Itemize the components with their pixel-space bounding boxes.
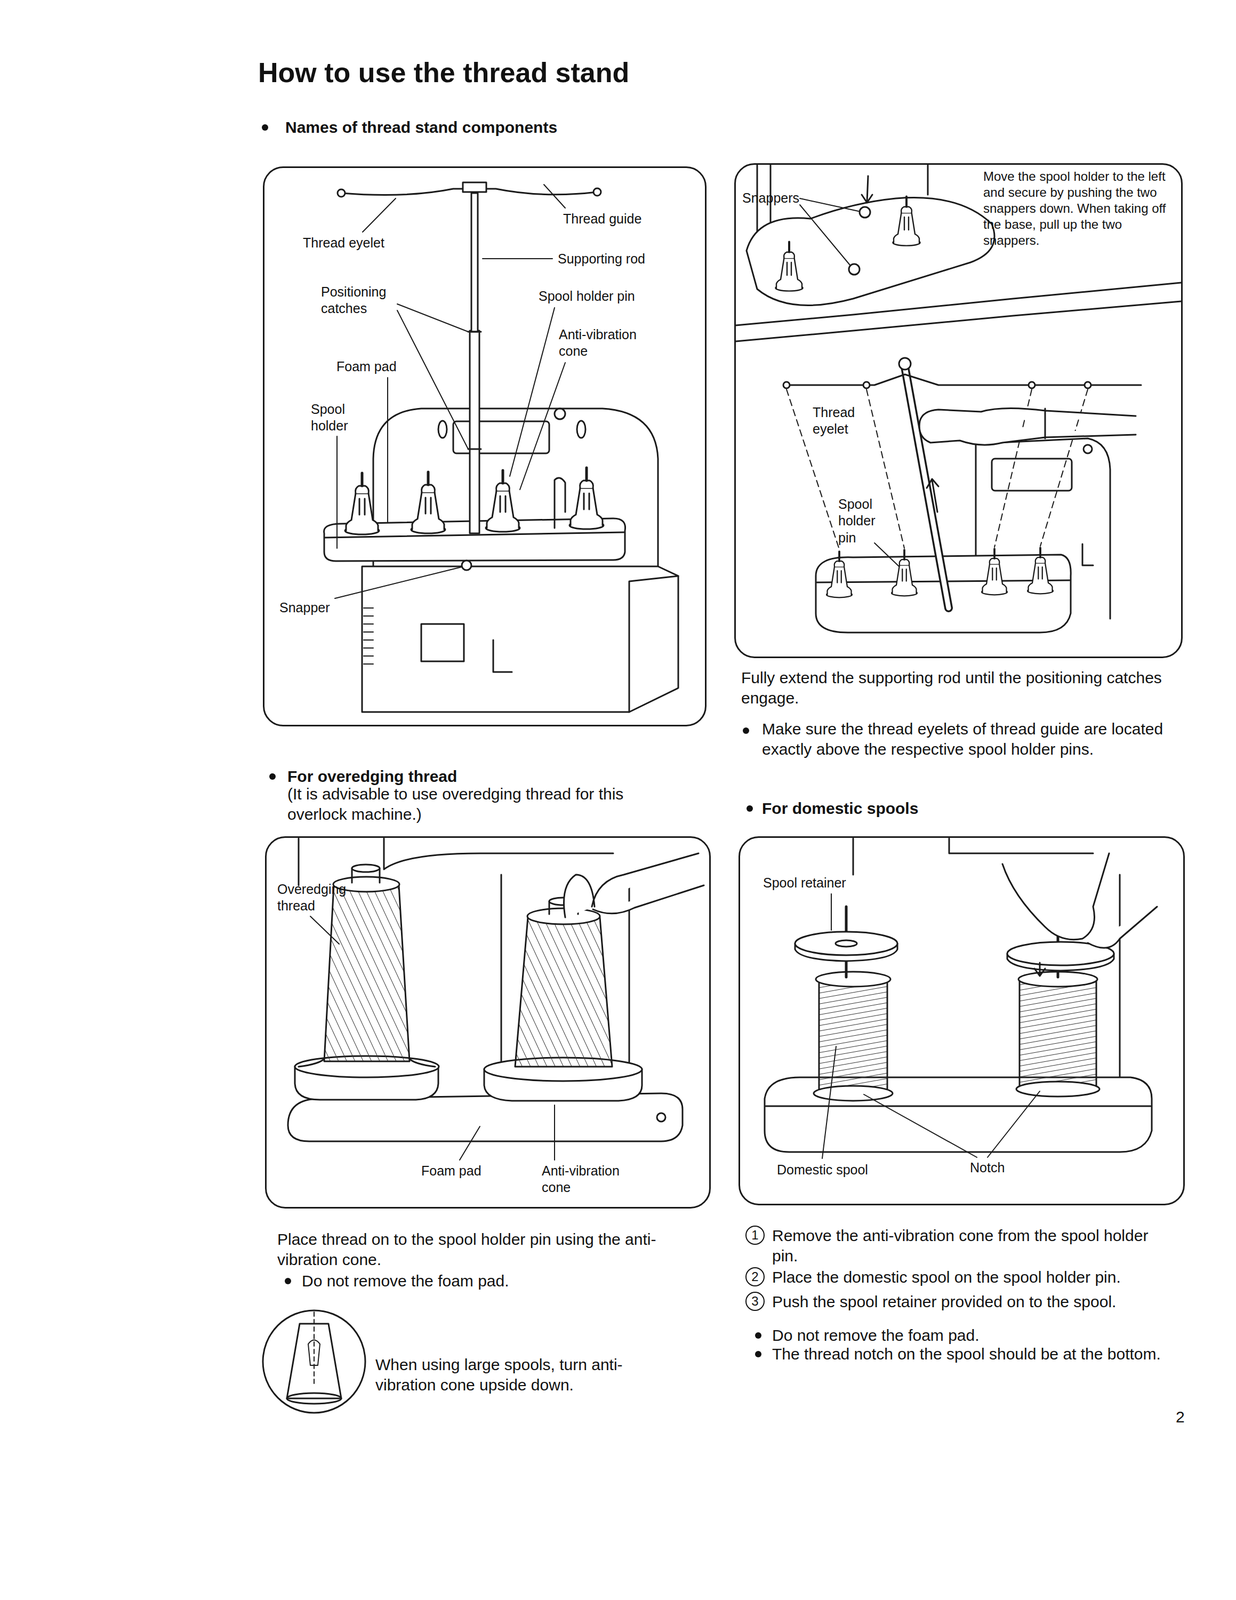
- illustration-panel: Overedging threadFoam pad Anti-vibration …: [265, 836, 711, 1209]
- section-heading: Names of thread stand components: [285, 117, 819, 138]
- instruction-text: Make sure the thread eyelets of thread g…: [761, 718, 1168, 759]
- instruction-text: The thread notch on the spool should be …: [772, 1343, 1162, 1364]
- illustration-panel: Spool retainerDomestic spool Notch: [738, 836, 1185, 1206]
- part-label: Spool holder pin: [838, 495, 887, 547]
- part-label: Snappers: [742, 189, 817, 207]
- instruction-text: Do not remove the foam pad.: [772, 1325, 1162, 1346]
- illustration-panel: Thread eyelet Thread guideSupporting rodP…: [262, 166, 707, 727]
- step-number: 1: [745, 1225, 765, 1245]
- part-label: Domestic spool: [776, 1161, 905, 1178]
- instruction-text: Remove the anti-vibration cone from the …: [772, 1225, 1162, 1266]
- part-label: Thread guide: [563, 210, 681, 228]
- part-label: Anti-vibration cone: [558, 326, 661, 360]
- page-title: How to use the thread stand: [258, 55, 1005, 91]
- section-heading: For domestic spools: [761, 798, 1136, 819]
- step-number: 2: [745, 1266, 765, 1287]
- part-label: Positioning catches: [320, 283, 401, 318]
- part-label: Supporting rod: [557, 250, 686, 268]
- instruction-text: (It is advisable to use overedging threa…: [287, 783, 685, 824]
- instruction-text: Place thread on to the spool holder pin …: [277, 1229, 688, 1270]
- part-label: Move the spool holder to the left and se…: [983, 168, 1171, 249]
- instruction-text: 2: [1175, 1406, 1208, 1427]
- part-label: Overedging thread: [277, 880, 363, 915]
- part-label: Spool holder: [310, 400, 365, 435]
- part-label: Spool holder pin: [538, 287, 667, 305]
- instruction-text: Fully extend the supporting rod until th…: [741, 667, 1184, 708]
- part-label: Thread eyelet: [812, 404, 866, 438]
- part-label: Thread eyelet: [302, 234, 426, 252]
- instruction-text: Do not remove the foam pad.: [301, 1270, 676, 1291]
- part-label: Spool retainer: [763, 874, 892, 892]
- part-label: Anti-vibration cone: [541, 1162, 649, 1197]
- part-label: Snapper: [279, 599, 365, 616]
- step-number: 3: [745, 1291, 765, 1311]
- part-label: Foam pad: [421, 1162, 507, 1179]
- part-label: Notch: [969, 1159, 1034, 1176]
- section-heading: For overedging thread: [287, 766, 661, 787]
- instruction-text: When using large spools, turn anti-vibra…: [375, 1354, 666, 1395]
- illustration-panel: Snappers Move the spool holder to the lef…: [734, 163, 1183, 658]
- instruction-text: Place the domestic spool on the spool ho…: [772, 1266, 1162, 1288]
- instruction-text: Push the spool retainer provided on to t…: [772, 1291, 1162, 1312]
- part-label: Foam pad: [336, 358, 422, 375]
